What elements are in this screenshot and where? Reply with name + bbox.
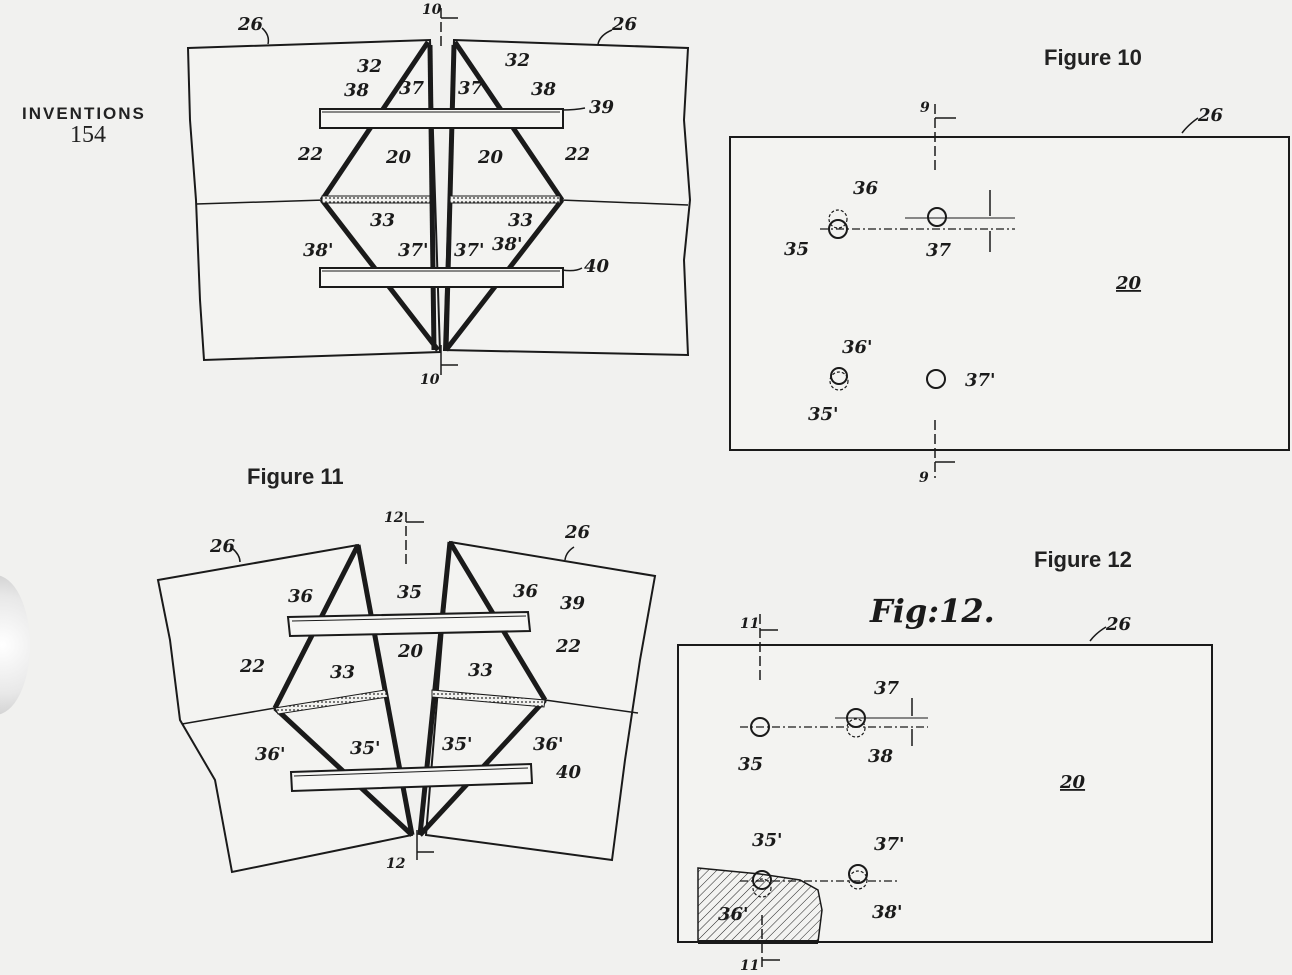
bl-ref-22-right: 22 (555, 636, 581, 657)
br-ref-38: 38 (868, 746, 894, 767)
tr-ref-26: 26 (1197, 105, 1224, 126)
figure-12-script-caption: Fig:12. (870, 592, 995, 630)
bottom-left-drawing (156, 512, 657, 874)
tl-section-10-top: 10 (422, 2, 442, 18)
bl-ref-22-left: 22 (239, 656, 265, 677)
tl-ref-38p-right: 38' (492, 234, 523, 255)
bl-section-12-bottom: 12 (386, 856, 406, 872)
bl-ref-40: 40 (556, 762, 582, 783)
tr-section-9-bottom: 9 (919, 470, 929, 486)
tl-ref-38-left: 38 (344, 80, 370, 101)
tl-ref-37p-left: 37' (398, 240, 429, 261)
tr-ref-37p: 37' (965, 370, 996, 391)
bl-ref-39: 39 (560, 593, 586, 614)
tl-ref-33-right: 33 (508, 210, 533, 231)
tl-ref-22-left: 22 (297, 144, 323, 165)
bl-ref-20: 20 (397, 641, 424, 662)
br-ref-37p: 37' (874, 834, 905, 855)
top-left-drawing (186, 8, 692, 375)
bl-ref-36-left: 36 (288, 586, 314, 607)
tl-ref-26-left: 26 (237, 14, 264, 35)
top-left-labels: 26 26 10 10 32 32 38 37 37 38 39 22 20 2… (237, 2, 638, 388)
bl-ref-35p-left: 35' (350, 738, 381, 759)
figure-10-title: Figure 10 (1044, 45, 1142, 70)
tr-section-9-top: 9 (920, 100, 930, 116)
tl-ref-20-left: 20 (385, 147, 412, 168)
page-number: 154 (70, 122, 106, 148)
tl-ref-39: 39 (589, 97, 615, 118)
br-ref-20: 20 (1059, 772, 1086, 793)
top-right-drawing (729, 104, 1290, 478)
tl-ref-32-right: 32 (505, 50, 530, 71)
br-ref-35: 35 (738, 754, 763, 775)
bottom-right-drawing (677, 614, 1213, 970)
figure-11-title: Figure 11 (247, 464, 344, 489)
bl-ref-26-left: 26 (209, 536, 236, 557)
tr-ref-37: 37 (926, 240, 952, 261)
tl-ref-40: 40 (584, 256, 610, 277)
tl-ref-38p-left: 38' (303, 240, 334, 261)
tl-ref-37p-right: 37' (454, 240, 485, 261)
tr-ref-36p: 36' (842, 337, 873, 358)
tl-ref-22-right: 22 (564, 144, 590, 165)
tr-ref-20: 20 (1115, 273, 1142, 294)
bl-ref-36p-right: 36' (533, 734, 564, 755)
bl-ref-33-right: 33 (468, 660, 493, 681)
bl-ref-36p-left: 36' (255, 744, 286, 765)
bl-ref-35: 35 (397, 582, 422, 603)
tl-ref-37-right: 37 (458, 78, 484, 99)
tl-ref-20-right: 20 (477, 147, 504, 168)
br-ref-35p: 35' (752, 830, 783, 851)
br-ref-36p: 36' (718, 904, 749, 925)
top-right-labels: 9 9 26 36 35 37 20 36' 35' 37' (784, 100, 1224, 486)
tl-ref-26-right: 26 (611, 14, 638, 35)
tl-ref-32-left: 32 (357, 56, 382, 77)
tl-ref-38-right: 38 (531, 79, 557, 100)
br-ref-38p: 38' (872, 902, 903, 923)
br-ref-26: 26 (1105, 614, 1132, 635)
br-ref-37: 37 (874, 678, 900, 699)
figure-12-title: Figure 12 (1034, 547, 1132, 572)
tl-ref-37-left: 37 (399, 78, 425, 99)
br-section-11-bottom: 11 (740, 958, 759, 974)
br-section-11-top: 11 (740, 616, 759, 632)
bl-section-12-top: 12 (384, 510, 404, 526)
bl-ref-35p-right: 35' (442, 734, 473, 755)
tl-ref-33-left: 33 (370, 210, 395, 231)
bl-ref-36-right: 36 (513, 581, 539, 602)
bl-ref-26-right: 26 (564, 522, 591, 543)
tr-ref-36: 36 (853, 178, 879, 199)
bl-ref-33-left: 33 (330, 662, 355, 683)
bottom-right-labels: 11 11 26 37 35 38 20 35' 37' 36' 38' (718, 614, 1132, 974)
tl-section-10-bottom: 10 (420, 372, 440, 388)
tr-ref-35: 35 (784, 239, 809, 260)
bottom-left-labels: 12 12 26 26 36 35 36 39 22 20 22 33 33 3… (209, 510, 591, 872)
tr-ref-35p: 35' (808, 404, 839, 425)
header-label: INVENTIONS (22, 104, 146, 123)
